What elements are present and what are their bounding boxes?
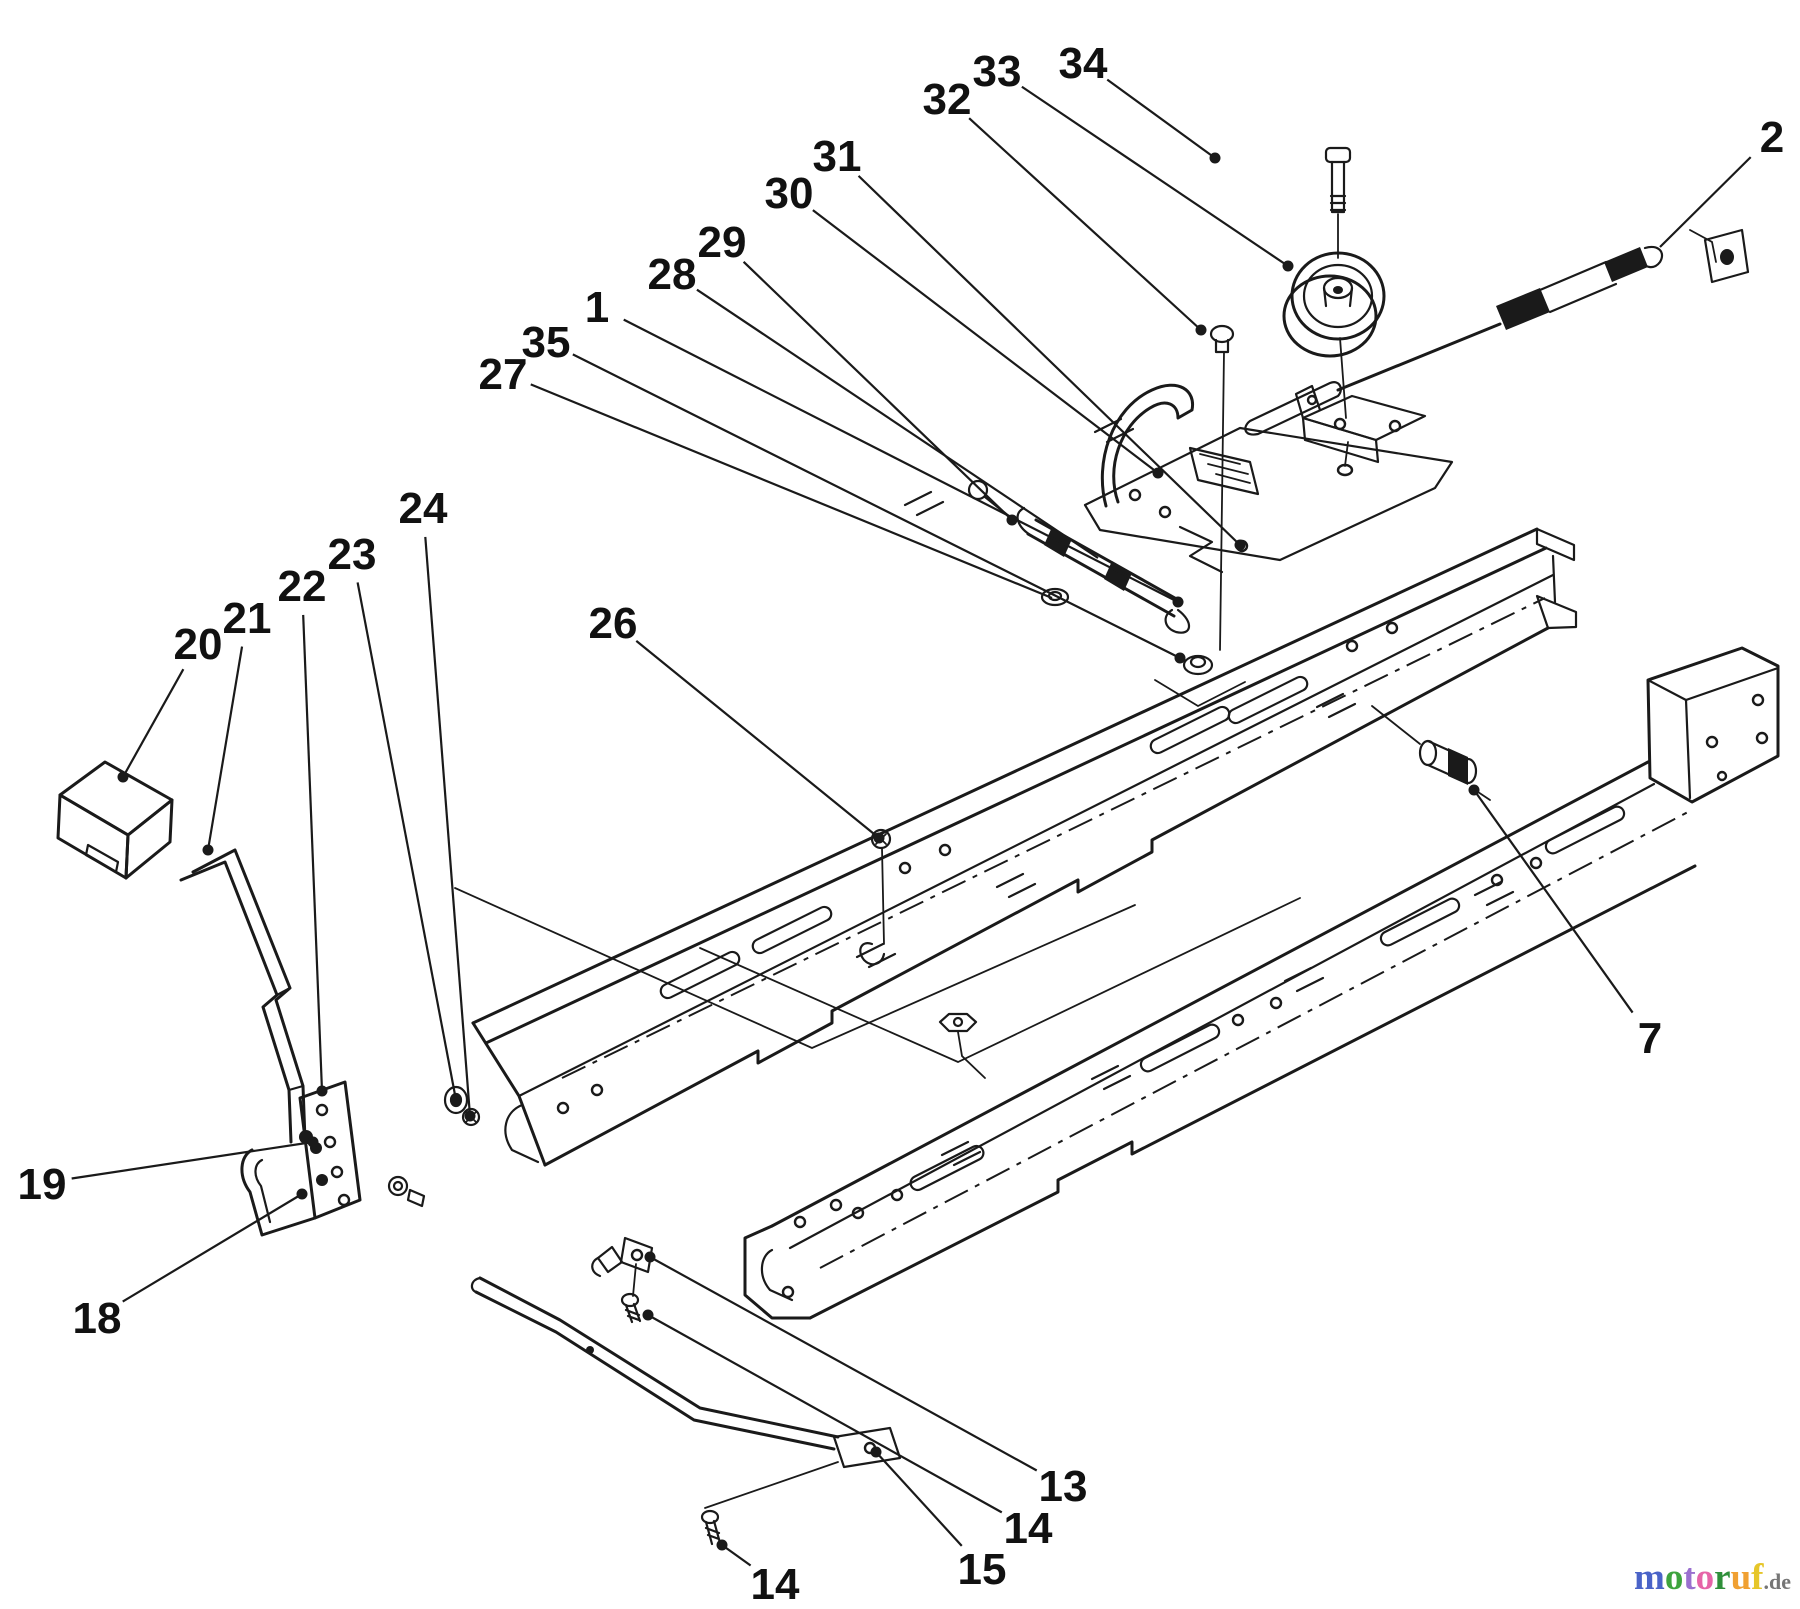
callout-leader-24 <box>424 536 472 1117</box>
callout-label-1: 1 <box>585 283 609 332</box>
callout-dot-20 <box>117 771 129 783</box>
callout-leader-2 <box>1659 156 1752 248</box>
callout-dot-34 <box>1209 152 1221 164</box>
callout-dot-26 <box>873 832 885 844</box>
callout-dot-14 <box>716 1539 728 1551</box>
callout-dot-19 <box>307 1136 319 1148</box>
clutch-bolt <box>1040 324 1235 676</box>
callout-dot-22 <box>316 1085 328 1097</box>
callout-dot-7 <box>1468 784 1480 796</box>
pedal-pad <box>56 760 174 880</box>
callout-leader-26 <box>635 640 880 839</box>
belt-guide-bracket <box>1100 383 1260 508</box>
callout-dot-31 <box>1234 539 1246 551</box>
callout-dot-18 <box>296 1188 308 1200</box>
callout-leader-33 <box>1021 85 1289 267</box>
spacer-bushing <box>1371 705 1491 801</box>
watermark-letter: o <box>1695 1557 1715 1598</box>
callout-leader-13 <box>649 1256 1038 1472</box>
callout-leader-14 <box>647 1314 1003 1514</box>
callout-label-19: 19 <box>18 1160 67 1209</box>
callout-leader-15 <box>875 1451 963 1547</box>
callout-leader-19 <box>71 1140 314 1180</box>
callout-label-30: 30 <box>765 169 814 218</box>
callout-label-2: 2 <box>1760 113 1784 162</box>
watermark-suffix: .de <box>1763 1569 1792 1594</box>
callout-leader-23 <box>356 582 458 1101</box>
callout-dot-1 <box>1172 596 1184 608</box>
pedal-bracket <box>240 1080 481 1237</box>
callout-leader-31 <box>857 175 1241 546</box>
callout-label-14: 14 <box>1004 1504 1053 1553</box>
callout-label-29: 29 <box>698 218 747 267</box>
callout-label-26: 26 <box>589 599 638 648</box>
callout-leader-20 <box>122 668 185 778</box>
pedal-arm <box>179 848 307 1144</box>
callout-label-33: 33 <box>973 47 1022 96</box>
idler-mounting-plate <box>903 417 1454 708</box>
callout-label-22: 22 <box>278 562 327 611</box>
callout-dot-14 <box>642 1309 654 1321</box>
callout-label-23: 23 <box>328 530 377 579</box>
callout-dot-24 <box>464 1110 476 1122</box>
callout-leader-22 <box>302 614 324 1092</box>
callout-label-13: 13 <box>1039 1462 1088 1511</box>
callout-leader-35 <box>572 353 1181 659</box>
watermark-letter: t <box>1683 1557 1696 1598</box>
rod-end-screw <box>700 1509 722 1546</box>
callout-dot-21 <box>202 844 214 856</box>
callout-dot-33 <box>1282 260 1294 272</box>
callout-leader-1 <box>623 318 1179 603</box>
callout-leader-27 <box>530 383 1053 600</box>
callout-leader-28 <box>696 288 1099 559</box>
watermark-letter: u <box>1730 1557 1752 1598</box>
callout-label-31: 31 <box>813 132 862 181</box>
callout-dot-15 <box>870 1446 882 1458</box>
callout-leader-29 <box>742 261 1013 521</box>
watermark-letter: o <box>1664 1557 1684 1598</box>
callout-label-32: 32 <box>923 75 972 124</box>
callout-label-24: 24 <box>399 484 448 533</box>
callout-leader-7 <box>1473 789 1634 1014</box>
watermark-letter: f <box>1751 1557 1764 1598</box>
callout-label-7: 7 <box>1638 1014 1662 1063</box>
callout-leader-18 <box>122 1193 303 1303</box>
rod-clamp <box>591 1236 654 1297</box>
callout-label-14: 14 <box>751 1560 800 1609</box>
clutch-rod-spring <box>1244 228 1750 436</box>
idler-pivot-bracket <box>1294 384 1427 464</box>
callout-leader-34 <box>1106 78 1216 159</box>
brake-rod <box>470 1276 902 1509</box>
clamp-screw <box>620 1292 642 1324</box>
callout-label-35: 35 <box>522 318 571 367</box>
callout-label-21: 21 <box>223 594 272 643</box>
tension-spring <box>967 479 1191 634</box>
callout-label-34: 34 <box>1059 39 1108 88</box>
callout-label-15: 15 <box>958 1545 1007 1594</box>
callout-leader-21 <box>206 646 244 851</box>
frame-rail-upper <box>471 527 1578 1167</box>
callout-label-27: 27 <box>479 350 528 399</box>
idler-pulley <box>1282 251 1386 358</box>
frame-bolt-26 <box>859 828 986 1079</box>
callout-dot-30 <box>1152 467 1164 479</box>
callout-leader-32 <box>968 117 1202 331</box>
callout-dot-32 <box>1195 324 1207 336</box>
callout-label-20: 20 <box>174 620 223 669</box>
watermark-letter: r <box>1714 1557 1731 1598</box>
callout-leader-30 <box>812 209 1159 474</box>
callout-dot-13 <box>644 1251 656 1263</box>
pulley-bolt <box>1324 146 1352 467</box>
callout-dot-23 <box>450 1094 462 1106</box>
callout-dot-35 <box>1174 652 1186 664</box>
watermark-letter: m <box>1634 1557 1665 1598</box>
callout-leader-14 <box>721 1544 752 1567</box>
watermark-logo: motoruf.de <box>1634 1556 1800 1602</box>
callouts-layer: 3433322313029281352726242322212019181314… <box>18 39 1785 1609</box>
callout-label-28: 28 <box>648 250 697 299</box>
callout-label-18: 18 <box>73 1294 122 1343</box>
